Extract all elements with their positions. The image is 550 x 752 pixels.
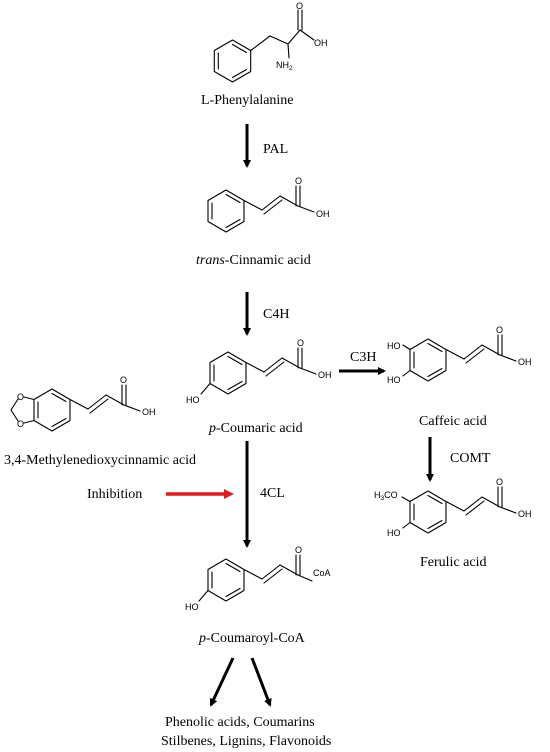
coumaroyl-coa-ho-atom: HO: [185, 602, 199, 612]
cinnamic-acid-structure: [207, 185, 315, 233]
cinnamic-acid-label: trans-Cinnamic acid: [196, 253, 311, 268]
coumaric-acid-label: p-Coumaric acid: [208, 421, 303, 436]
coumaric-acid-structure: [200, 347, 317, 395]
methylenedioxycinnamic-acid-label: 3,4-Methylenedioxycinnamic acid: [4, 453, 196, 468]
4cl-enzyme-label: 4CL: [260, 486, 285, 501]
mdc-o-bottom-atom: O: [17, 419, 24, 429]
branch-arrow-left: [209, 657, 235, 707]
coumaroyl-coa-structure: [198, 554, 313, 602]
phenylalanine-oh-atom: OH: [314, 38, 328, 48]
cinnamic-oh-atom: OH: [316, 209, 330, 219]
cinnamic-o-atom: O: [295, 176, 302, 186]
products-line-2: Stilbenes, Lignins, Flavonoids: [161, 734, 331, 749]
coumaroyl-coa-label: p-Coumaroyl-CoA: [198, 631, 306, 646]
phenylalanine-label: L-Phenylalanine: [201, 93, 294, 108]
ferulic-oh-atom: OH: [518, 509, 532, 519]
pal-enzyme-label: PAL: [263, 142, 288, 157]
coumaroyl-coa-coa-group: CoA: [313, 568, 331, 578]
coumaroyl-coa-o-atom: O: [295, 545, 302, 555]
ferulic-o-atom: O: [496, 477, 503, 487]
phenylalanine-structure: O OH NH2: [213, 1, 328, 83]
mdc-oh-atom: OH: [142, 407, 156, 417]
mdc-o-carbonyl-atom: O: [120, 375, 127, 385]
phenylalanine-nh2-atom: NH2: [276, 60, 293, 72]
caffeic-oh-atom: OH: [518, 357, 532, 367]
ferulic-h3co-atom: H3CO: [374, 490, 398, 502]
ferulic-acid-structure: [401, 486, 517, 534]
caffeic-ho-bottom-atom: HO: [387, 375, 401, 385]
coumaric-o-atom: O: [297, 338, 304, 348]
methylenedioxycinnamic-acid-structure: [10, 384, 141, 432]
caffeic-acid-structure: [402, 334, 517, 382]
ferulic-acid-label: Ferulic acid: [420, 555, 486, 570]
ferulic-ho-atom: HO: [387, 528, 401, 538]
mdc-o-top-atom: O: [17, 392, 24, 402]
c3h-enzyme-label: C3H: [350, 350, 376, 365]
c4h-enzyme-label: C4H: [263, 307, 289, 322]
caffeic-o-atom: O: [496, 325, 503, 335]
phenylalanine-o-atom: O: [296, 1, 303, 11]
caffeic-ho-top-atom: HO: [387, 341, 401, 351]
inhibition-label: Inhibition: [87, 487, 142, 502]
branch-arrow-right: [250, 657, 272, 707]
products-line-1: Phenolic acids, Coumarins: [165, 715, 315, 730]
coumaric-oh-atom: OH: [318, 370, 332, 380]
coumaric-ho-atom: HO: [186, 395, 200, 405]
comt-enzyme-label: COMT: [450, 451, 491, 466]
caffeic-acid-label: Caffeic acid: [419, 414, 487, 429]
